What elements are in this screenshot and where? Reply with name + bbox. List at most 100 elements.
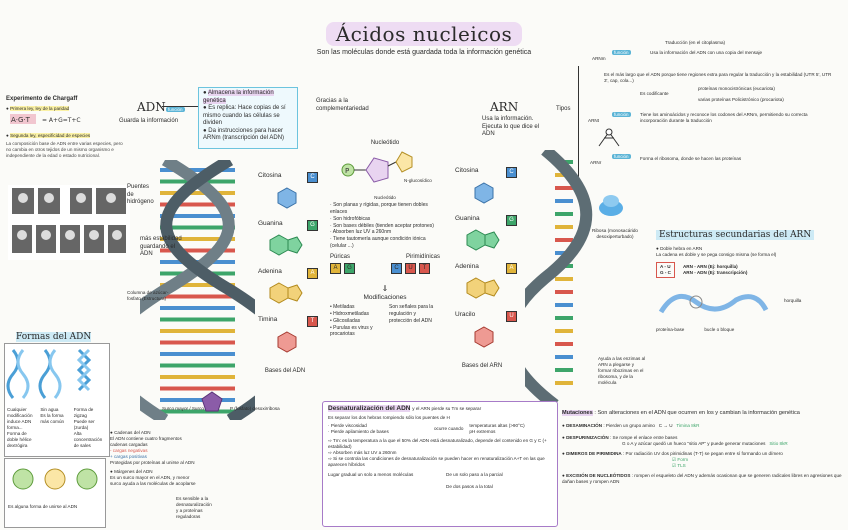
list-item: • Hidroxmetiladas	[330, 311, 369, 318]
base-pair-rung	[160, 317, 235, 322]
secondary-item1: ● Doble hebra en ARN	[656, 246, 703, 251]
arn-side-note: Ayuda a las enzimas al ARN a plegarse y …	[598, 356, 646, 385]
nucleotide-sub: Nucleótido	[374, 194, 396, 200]
adn-label: ADN	[137, 100, 166, 114]
page-title: Ácidos nucleicos	[0, 22, 848, 46]
mutation-3-out: ☑ Form☑ TLS	[672, 456, 689, 468]
cytosine-molecule-icon	[474, 182, 494, 204]
mods-list: • Metiladas • Hidroxmetiladas • Glicosil…	[330, 304, 385, 338]
base-type-row: Púricas Pirimidínicas	[330, 254, 440, 262]
arn-base-rung	[555, 303, 573, 307]
nucleotide-section: Nucleótido P N-glucosídico Nucleótido · …	[330, 140, 440, 338]
arn-base-rung	[555, 381, 573, 385]
fosfato-note: P (fosfato) desoxirribosa	[230, 406, 280, 411]
nucleotide-title: Nucleótido	[370, 140, 400, 146]
base-pair-rung	[160, 191, 235, 195]
arn-base-row: Guanina G	[452, 213, 522, 261]
mutation-2-res: G o A y azúcar quedó un hueco "sitio AP"…	[622, 440, 788, 446]
arn-base-rung	[555, 277, 573, 281]
base-type-badges: A G C U T	[330, 263, 440, 275]
adn-aside: Gracias a la complementariedad	[316, 98, 369, 112]
base-pair-rung	[160, 375, 235, 379]
adenine-molecule-icon	[466, 277, 500, 299]
forms-title: Formas del ADN	[16, 332, 92, 342]
cadenas-item1: ● Cadenas del ADN	[110, 430, 151, 435]
base-pair-rung	[160, 283, 235, 287]
mods-note: Son señales para la regulación y protecc…	[389, 304, 434, 324]
chargaff-item2: ● Segunda ley, especificidad de especies	[6, 133, 91, 139]
mods-title: Modificaciones	[363, 294, 407, 302]
list-item: • Glicosiladas	[330, 317, 361, 324]
adn-base-row: Citosina C	[255, 170, 325, 218]
pos-charges: + cargas positivas	[110, 453, 147, 459]
arn-base-rung	[555, 186, 573, 190]
ribose-note: Ribosa (monosacárido desoxiperturbado)	[592, 228, 638, 239]
adenine-molecule-icon	[269, 282, 303, 304]
trna-icon	[598, 128, 620, 147]
photos-grid-icon	[8, 185, 130, 260]
svg-text:P: P	[345, 167, 349, 175]
split-note: Lugar gradual un solo a menos moléculas	[328, 471, 414, 477]
cadenas-item2: El ADN contiene cuatro fragmentos cadena…	[110, 435, 182, 447]
purinas-label: Púricas	[330, 253, 351, 260]
base-name: Adenina	[455, 263, 479, 270]
base-name: Guanina	[258, 220, 283, 227]
abs-note: ⇨ Absorben más luz UV a 260nm	[328, 449, 397, 455]
chargaff-section: Experimento de Chargaff ● Primera ley, l…	[6, 96, 126, 159]
function-tag: función	[612, 49, 631, 55]
svg-text:A·G·T: A·G·T	[11, 116, 31, 124]
mutations-header: Mutaciones : Son alteraciones en el ADN …	[562, 410, 800, 416]
badge: C	[391, 263, 402, 275]
cadenas-section: ● Cadenas del ADN El ADN contiene cuatro…	[110, 430, 200, 487]
arn-base-rung	[555, 290, 573, 294]
adn-box-line2: ● Es replica: Hace copias de sí mismo cu…	[203, 105, 286, 126]
cond-list: temperaturas altas (>90°C) pH extremos	[469, 423, 525, 435]
arnm-label: ARNm	[592, 55, 606, 61]
arn-base-rung	[555, 355, 573, 359]
bucle-label: bucle o bloque	[704, 326, 735, 332]
denaturation-header: Desnaturalización del ADN y el ARN pierd…	[328, 405, 482, 412]
adn-stability: más estabilidad guardando el ADN	[140, 236, 182, 257]
base-code: A	[307, 268, 318, 279]
nucleotide-properties: · Son planas y rígidas, porque tienen do…	[330, 202, 440, 249]
list-item: • Purulas es virus y procariotas	[330, 324, 373, 338]
prot1-label: proteínas monocistrónicas (eucariota)	[698, 85, 775, 91]
horquilla-label: horquilla	[784, 298, 802, 303]
tails-note: Es alguna forma de unirse al ADN	[8, 504, 78, 509]
arnm-func: Usa la información del ADN con una copia…	[650, 49, 763, 55]
base-pair-rung	[160, 294, 235, 299]
arn-base-rung	[555, 199, 573, 203]
arn-types-section: Traducción (en el citoplasma) ARNm funci…	[580, 40, 842, 176]
denaturation-line1: Es separar los dos hebras rompiendo sólo…	[328, 415, 450, 421]
chargaff-heading: Experimento de Chargaff	[6, 96, 78, 102]
adn-function-tag: función	[166, 107, 185, 112]
nucleotide-grupo: N-glucosídico	[404, 178, 432, 183]
dna-forms-icon	[6, 348, 92, 399]
base-code: G	[506, 215, 517, 226]
chargaff-pairs-icon: A·G·T = A+G=T+C	[10, 114, 81, 125]
function-tag: función	[612, 111, 631, 117]
secondary-labels: proteína-base bucle o bloque	[656, 327, 842, 333]
badge: T	[419, 263, 430, 275]
chargaff-note: La composición base de ADN entre varias …	[6, 141, 123, 159]
arn-base-row: Citosina C	[452, 165, 522, 213]
mutation-2: ● DESPURINIZACIÓN : Se rompe el enlace e…	[562, 434, 678, 440]
pair: G - C	[660, 269, 671, 275]
arnt-label: ARNt	[588, 117, 599, 123]
base-pair-rung	[160, 202, 235, 207]
base-pair-rung	[160, 225, 235, 230]
forms-table: Cualquier modificación induce ADN forma.…	[4, 343, 110, 457]
grooves-desc: Es un surco mayor en el ADN, y menor sur…	[110, 474, 196, 486]
down-arrow-icon: ⇓	[381, 284, 389, 294]
base-name: Timina	[258, 316, 278, 323]
phosphate-pentagon-icon	[201, 391, 223, 412]
arn-base-rung	[555, 238, 573, 242]
arn-label: ARN	[490, 100, 519, 114]
protect-note: Protegidas por proteínas al unirse al AD…	[110, 459, 195, 465]
nucleotide-diagram-icon: P	[341, 150, 413, 183]
base-code: T	[307, 316, 318, 327]
coding-row: Es codificante proteínas monocistrónicas…	[580, 86, 842, 106]
base-code: G	[307, 220, 318, 231]
adn-helix-icon	[140, 160, 255, 420]
adn-bases-label: Bases del ADN	[264, 368, 306, 374]
